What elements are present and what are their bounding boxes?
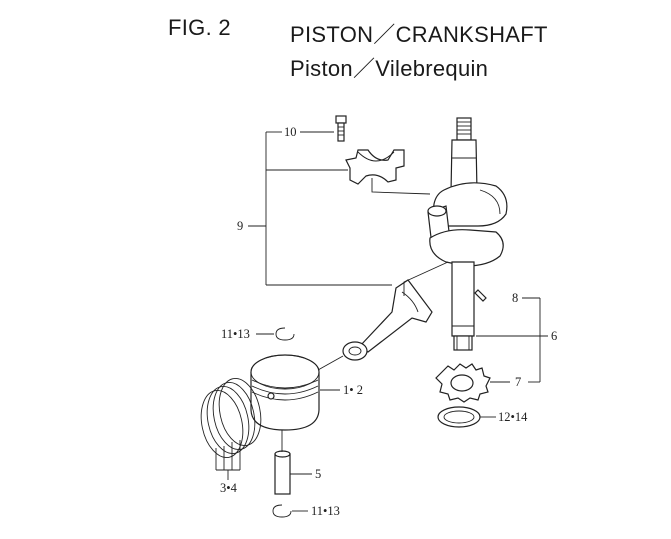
callout-10: 10: [284, 125, 297, 139]
callout-7: 7: [515, 375, 521, 389]
crankshaft-gear: [435, 363, 491, 403]
leader-lines: [215, 131, 548, 512]
callout-11-13-bottom: 11•13: [311, 504, 340, 518]
piston-pin-clip-bottom: [272, 504, 292, 518]
connecting-rod-cap: [345, 149, 405, 185]
crankshaft-plug: [474, 289, 487, 302]
figure-title-french: Piston／Vilebrequin: [290, 56, 489, 81]
piston-pin: [274, 450, 291, 495]
piston-pin-clip-top: [275, 327, 295, 341]
piston-rings: [200, 378, 262, 458]
callout-11-13-top: 11•13: [221, 327, 250, 341]
connecting-rod-bolt: [335, 115, 347, 142]
piston: [250, 354, 320, 431]
callout-6: 6: [551, 329, 557, 343]
connecting-rod: [342, 279, 433, 361]
figure-title-english: PISTON／CRANKSHAFT: [290, 22, 548, 47]
crankshaft: [427, 117, 508, 351]
callout-9: 9: [237, 219, 243, 233]
figure-number: FIG. 2: [168, 15, 231, 40]
callout-1-2: 1• 2: [343, 383, 363, 397]
callout-3-4: 3•4: [220, 481, 238, 495]
callout-12-14: 12•14: [498, 410, 528, 424]
callout-5: 5: [315, 467, 321, 481]
thrust-washer: [437, 406, 481, 428]
callout-8: 8: [512, 291, 518, 305]
